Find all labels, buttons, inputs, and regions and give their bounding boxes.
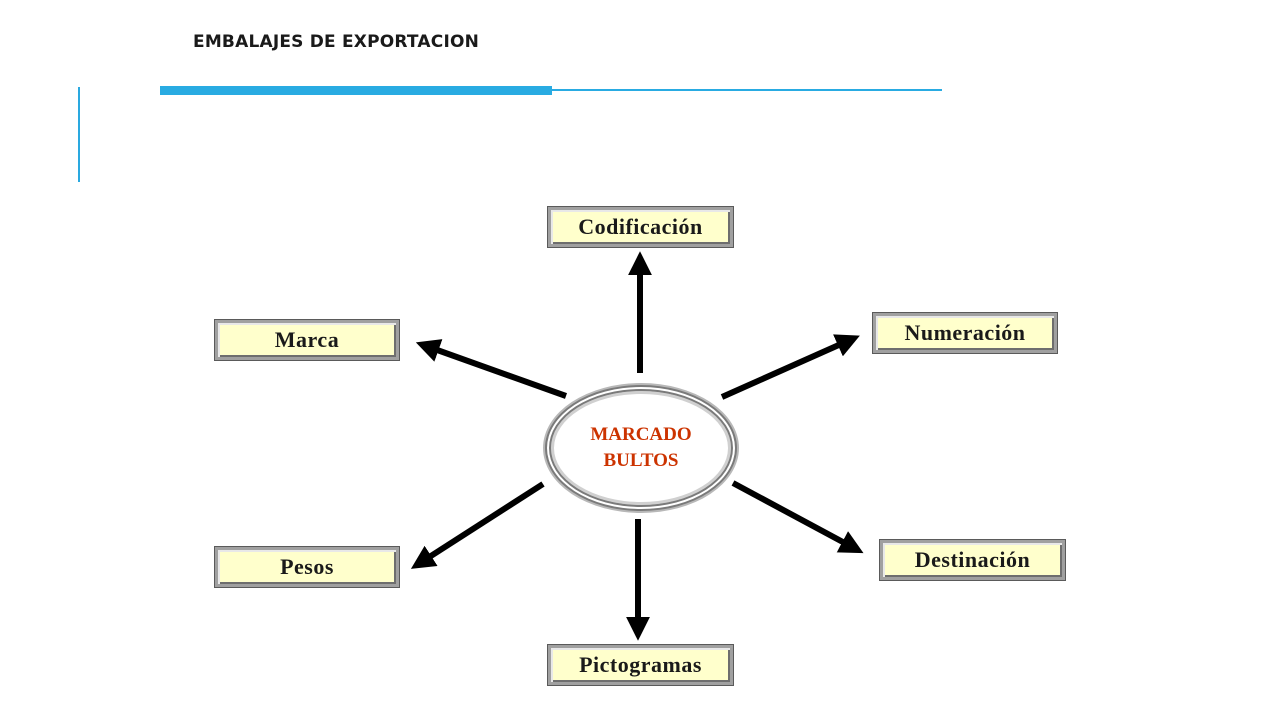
node-destinacion-label: Destinación [914, 547, 1031, 572]
accent-thin-line [552, 89, 942, 91]
slide-title: EMBALAJES DE EXPORTACION [193, 32, 480, 52]
node-numeracion-label: Numeración [904, 320, 1026, 345]
node-numeracion: Numeración [872, 312, 1058, 354]
center-node-marcado-bultos: MARCADO BULTOS [545, 385, 737, 511]
arrow-to-marca [415, 339, 568, 399]
node-codificacion-label: Codificación [578, 214, 703, 239]
node-pesos: Pesos [214, 546, 400, 588]
node-marca-label: Marca [274, 327, 340, 352]
node-codificacion: Codificación [547, 206, 734, 248]
center-node-line2: BULTOS [603, 450, 679, 471]
node-pesos-label: Pesos [280, 554, 334, 579]
accent-vertical-bar [78, 87, 80, 182]
node-pictogramas-label: Pictogramas [579, 652, 702, 677]
arrow-to-numeracion [720, 334, 860, 400]
arrow-to-pesos [410, 481, 545, 569]
node-marca: Marca [214, 319, 400, 361]
node-destinacion: Destinación [879, 539, 1066, 581]
arrow-to-destinacion [731, 480, 864, 554]
center-node-line1: MARCADO [590, 424, 692, 445]
accent-thick-bar [160, 86, 552, 95]
node-pictogramas: Pictogramas [547, 644, 734, 686]
